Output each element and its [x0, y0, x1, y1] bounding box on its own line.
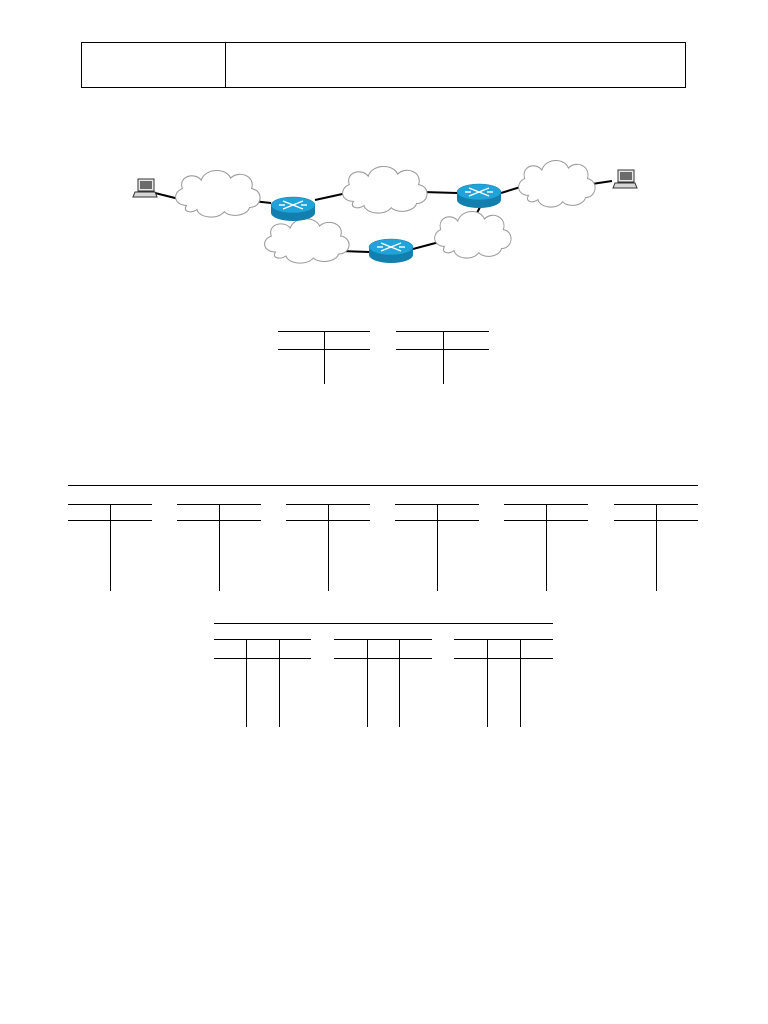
link-cloud-2-router-b	[422, 191, 458, 194]
computer-icon	[612, 169, 638, 189]
network-topology	[132, 159, 638, 264]
cloud-icon	[342, 165, 428, 214]
router-icon	[456, 183, 502, 208]
header-divider	[225, 43, 226, 87]
computer-icon	[132, 178, 158, 198]
header-box	[81, 42, 686, 88]
router-icon	[270, 196, 316, 221]
cloud-icon	[175, 169, 261, 218]
bottom-section-rule	[214, 623, 553, 624]
header-right-cell	[226, 43, 685, 87]
cloud-icon	[264, 218, 350, 264]
header-left-cell	[82, 43, 225, 87]
cloud-icon	[518, 159, 596, 208]
router-icon	[368, 238, 414, 263]
middle-section-rule	[68, 485, 698, 486]
link-router-a-cloud-2	[314, 192, 348, 201]
cloud-icon	[434, 210, 512, 259]
